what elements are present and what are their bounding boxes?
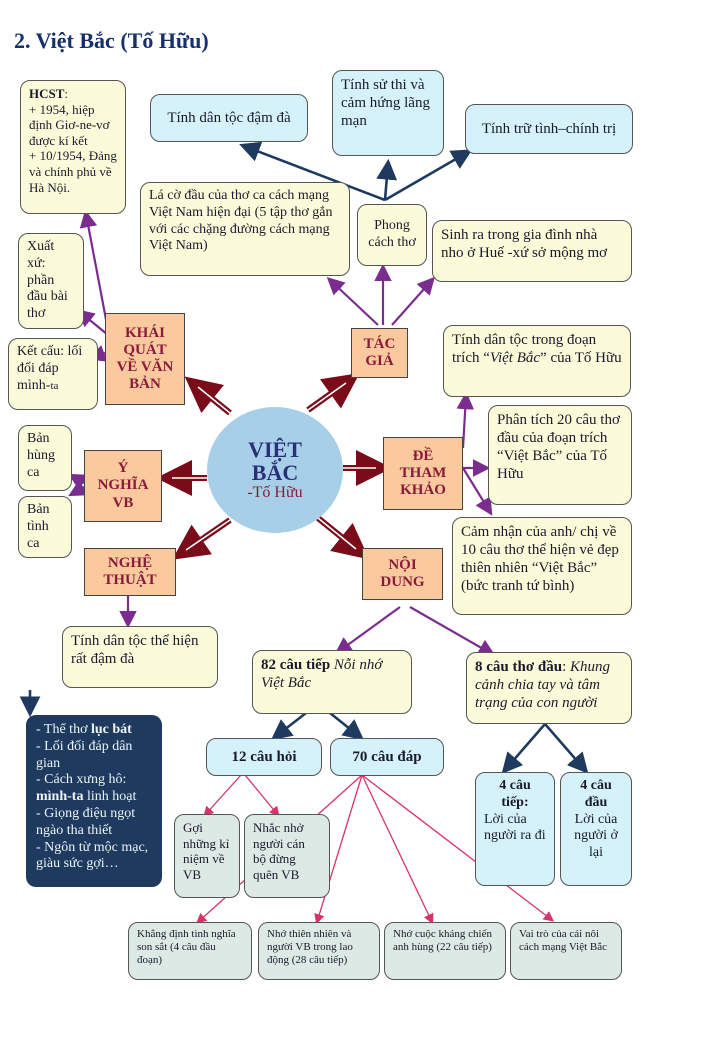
node-nghe-thuat: NGHỆ THUẬT: [84, 548, 176, 596]
tiep-text: Lời của người ra đi: [484, 811, 546, 844]
hcst-label: HCST: [29, 86, 65, 101]
c8-italic: Khung cảnh chia tay và tâm trạng của con…: [475, 659, 611, 711]
ban-tinh-ca-box: Bản tình ca: [18, 496, 72, 558]
xuat-xu-box: Xuất xứ: phần đầu bài thơ: [18, 233, 84, 329]
central-node-viet-bac: VIỆT BẮC -Tố Hữu: [207, 407, 343, 533]
c12-box: 12 câu hỏi: [206, 738, 322, 776]
de-2-box: Phân tích 20 câu thơ đầu của đoạn trích …: [488, 405, 632, 505]
de-1-pre: Tính dân tộc trong đoạn trích “: [452, 332, 597, 366]
thien-nhien-box: Nhớ thiên nhiên và người VB trong lao độ…: [258, 922, 380, 980]
node-noi-dung: NỘI DUNG: [362, 548, 443, 600]
de-3-box: Cảm nhận của anh/ chị về 10 câu thơ thể …: [452, 517, 632, 615]
center-line-3: -Tố Hữu: [247, 484, 303, 502]
c82-box: 82 câu tiếp Nỗi nhớ Việt Bắc: [252, 650, 412, 714]
list-item: - Cách xưng hô: mình-ta linh hoạt: [36, 772, 137, 805]
sinh-ra-box: Sinh ra trong gia đình nhà nho ở Huế -xứ…: [432, 220, 632, 282]
ket-cau-text: Kết cấu: lối đối đáp mình-: [17, 344, 83, 393]
goi-nhung-box: Gợi những kỉ niệm về VB: [174, 814, 240, 898]
vai-tro-box: Vai trò của cái nôi cách mạng Việt Bắc: [510, 922, 622, 980]
list-item: - Giọng điệu ngọt ngào tha thiết: [36, 805, 136, 838]
style-tru-tinh-box: Tính trữ tình–chính trị: [465, 104, 633, 154]
dan-toc-box: Tính dân tộc thể hiện rất đậm đà: [62, 626, 218, 688]
list-item: - Lối đối đáp dân gian: [36, 738, 133, 771]
list-item: - Ngôn từ mộc mạc, giàu sức gợi…: [36, 839, 149, 872]
node-tac-gia: TÁC GIẢ: [351, 328, 408, 378]
ban-hung-ca-box: Bản hùng ca: [18, 425, 72, 491]
hcst-box: HCST: + 1954, hiệp định Giơ-ne-vơ được k…: [20, 80, 126, 214]
de-1-box: Tính dân tộc trong đoạn trích “Việt Bắc”…: [443, 325, 631, 397]
c8-bold: 8 câu thơ đầu: [475, 659, 563, 675]
center-line-1: VIỆT: [248, 436, 302, 462]
c82-italic: Nỗi nhớ Việt Bắc: [261, 657, 383, 691]
center-line-2: BẮC: [251, 460, 299, 485]
list-item: - Thể thơ lục bát: [36, 722, 132, 737]
nghe-thuat-list-box: - Thể thơ lục bát - Lối đối đáp dân gian…: [26, 715, 162, 887]
dau-bold: 4 câu đầu: [580, 778, 612, 810]
node-y-nghia: Ý NGHĨA VB: [84, 450, 162, 522]
de-1-italic: Việt Bắc: [489, 350, 541, 366]
hcst-text: : + 1954, hiệp định Giơ-ne-vơ được kí kế…: [29, 86, 117, 195]
de-1-post: ” của Tố Hữu: [540, 350, 622, 366]
style-dan-toc-box: Tính dân tộc đậm đà: [150, 94, 308, 142]
node-de-tham-khao: ĐỀ THAM KHẢO: [383, 437, 463, 510]
page-title: 2. Việt Bắc (Tố Hữu): [14, 28, 209, 53]
node-khai-quat: KHÁI QUÁT VỀ VĂN BẢN: [105, 313, 185, 405]
ket-cau-ta: ta: [50, 379, 59, 392]
ket-cau-box: Kết cấu: lối đối đáp mình-ta: [8, 338, 98, 410]
la-co-box: Lá cờ đầu của thơ ca cách mạng Việt Nam …: [140, 182, 350, 276]
style-su-thi-box: Tính sử thi và cảm hứng lãng mạn: [332, 70, 444, 156]
phong-cach-box: Phong cách thơ: [357, 204, 427, 266]
c82-bold: 82 câu tiếp: [261, 657, 331, 673]
khang-dinh-box: Khẳng định tình nghĩa son sắt (4 câu đầu…: [128, 922, 252, 980]
nhac-nho-box: Nhắc nhở người cán bộ đừng quên VB: [244, 814, 330, 898]
c8-box: 8 câu thơ đầu: Khung cảnh chia tay và tâ…: [466, 652, 632, 724]
c70-box: 70 câu đáp: [330, 738, 444, 776]
tiep-box: 4 câu tiếp:Lời của người ra đi: [475, 772, 555, 886]
khang-chien-box: Nhớ cuộc kháng chiến anh hùng (22 câu ti…: [384, 922, 506, 980]
tiep-bold: 4 câu tiếp:: [499, 778, 531, 810]
dau-text: Lời của người ở lại: [574, 811, 618, 861]
